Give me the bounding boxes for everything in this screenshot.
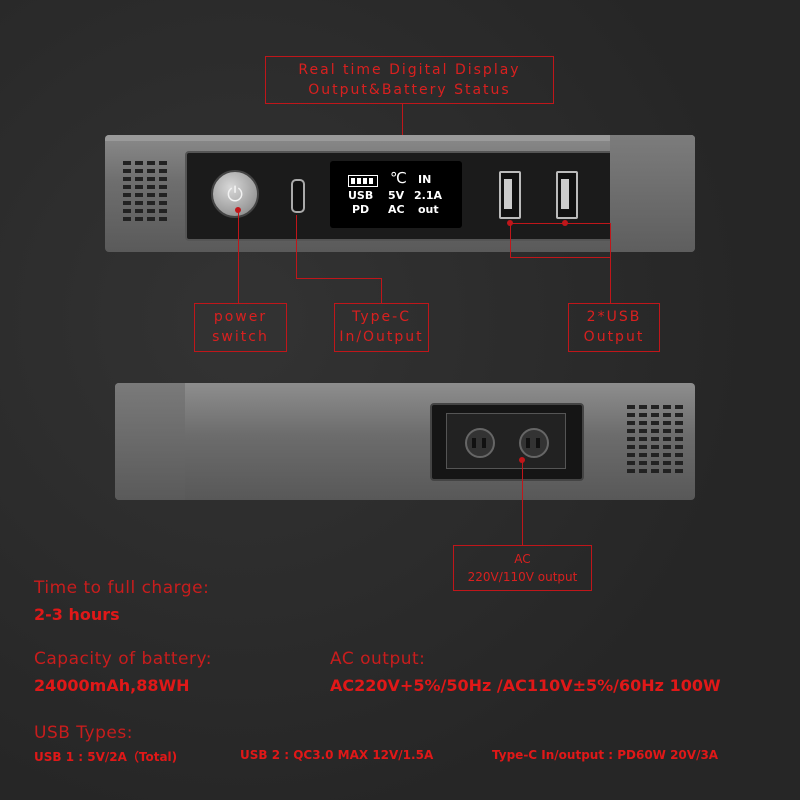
usb-leader-h1 [510, 223, 610, 224]
usb-callout-line1: 2*USB [586, 309, 642, 325]
lcd-ac: AC [388, 203, 405, 216]
lcd-temp: ℃ [390, 169, 407, 187]
charge-time-label: Time to full charge: [34, 578, 210, 598]
device-left-end [115, 383, 185, 500]
ac-outlet-left [465, 428, 495, 458]
usb-types-label: USB Types: [34, 723, 133, 743]
typec-callout-line2: In/Output [339, 329, 424, 345]
power-bank-front: ⏻ ℃ IN USB 5V 2.1A PD AC out [105, 135, 695, 252]
digital-display: ℃ IN USB 5V 2.1A PD AC out [330, 161, 462, 228]
device-top-edge [105, 135, 695, 141]
usb-leader-v2 [610, 223, 611, 303]
battery-icon [348, 175, 378, 187]
ac-socket [430, 403, 584, 481]
typec-callout: Type-C In/Output [334, 303, 429, 352]
vent-grille-right [627, 405, 683, 473]
power-callout: power switch [194, 303, 287, 352]
usb-callout: 2*USB Output [568, 303, 660, 352]
power-leader-dot [235, 207, 241, 213]
capacity-label: Capacity of battery: [34, 649, 213, 669]
lcd-in: IN [418, 173, 432, 186]
lcd-out: out [418, 203, 439, 216]
display-callout-line2: Output&Battery Status [308, 82, 511, 98]
usb-callout-line2: Output [583, 329, 645, 345]
vent-grille-left [123, 161, 167, 221]
usb1-spec: USB 1 : 5V/2A（Total) [34, 750, 178, 764]
display-callout: Real time Digital Display Output&Battery… [265, 56, 554, 104]
typec-leader-h [296, 278, 381, 279]
lcd-amp: 2.1A [414, 189, 442, 202]
ac-output-value: AC220V+5%/50Hz /AC110V±5%/60Hz 100W [330, 676, 721, 695]
lcd-volt: 5V [388, 189, 405, 202]
type-c-port [291, 179, 305, 213]
usb2-spec: USB 2 : QC3.0 MAX 12V/1.5A [240, 748, 434, 762]
usb-port-1 [499, 171, 521, 219]
lcd-pd: PD [352, 203, 370, 216]
ac-outlet-right [519, 428, 549, 458]
ac-callout: AC 220V/110V output [453, 545, 592, 591]
ac-leader [522, 460, 523, 545]
power-callout-line2: switch [212, 329, 269, 345]
charge-time-value: 2-3 hours [34, 605, 120, 624]
typec-spec: Type-C In/output : PD60W 20V/3A [492, 748, 719, 762]
typec-callout-line1: Type-C [352, 309, 411, 325]
power-callout-line1: power [213, 309, 268, 325]
capacity-value: 24000mAh,88WH [34, 676, 190, 695]
typec-leader-v2 [381, 278, 382, 303]
lcd-usb: USB [348, 189, 374, 202]
power-bank-back [115, 383, 695, 500]
ac-output-label: AC output: [330, 649, 426, 669]
ac-callout-line2: 220V/110V output [467, 570, 578, 584]
control-panel: ⏻ ℃ IN USB 5V 2.1A PD AC out [185, 151, 614, 241]
display-callout-line1: Real time Digital Display [298, 62, 521, 78]
typec-leader-v [296, 215, 297, 278]
device-right-end [610, 135, 695, 252]
ac-callout-line1: AC [514, 552, 531, 566]
usb-leader-h2 [510, 257, 610, 258]
usb-port-2 [556, 171, 578, 219]
power-icon: ⏻ [227, 182, 243, 206]
usb-leader-v1 [510, 223, 511, 257]
power-leader [238, 210, 239, 303]
ac-socket-face [446, 413, 566, 469]
